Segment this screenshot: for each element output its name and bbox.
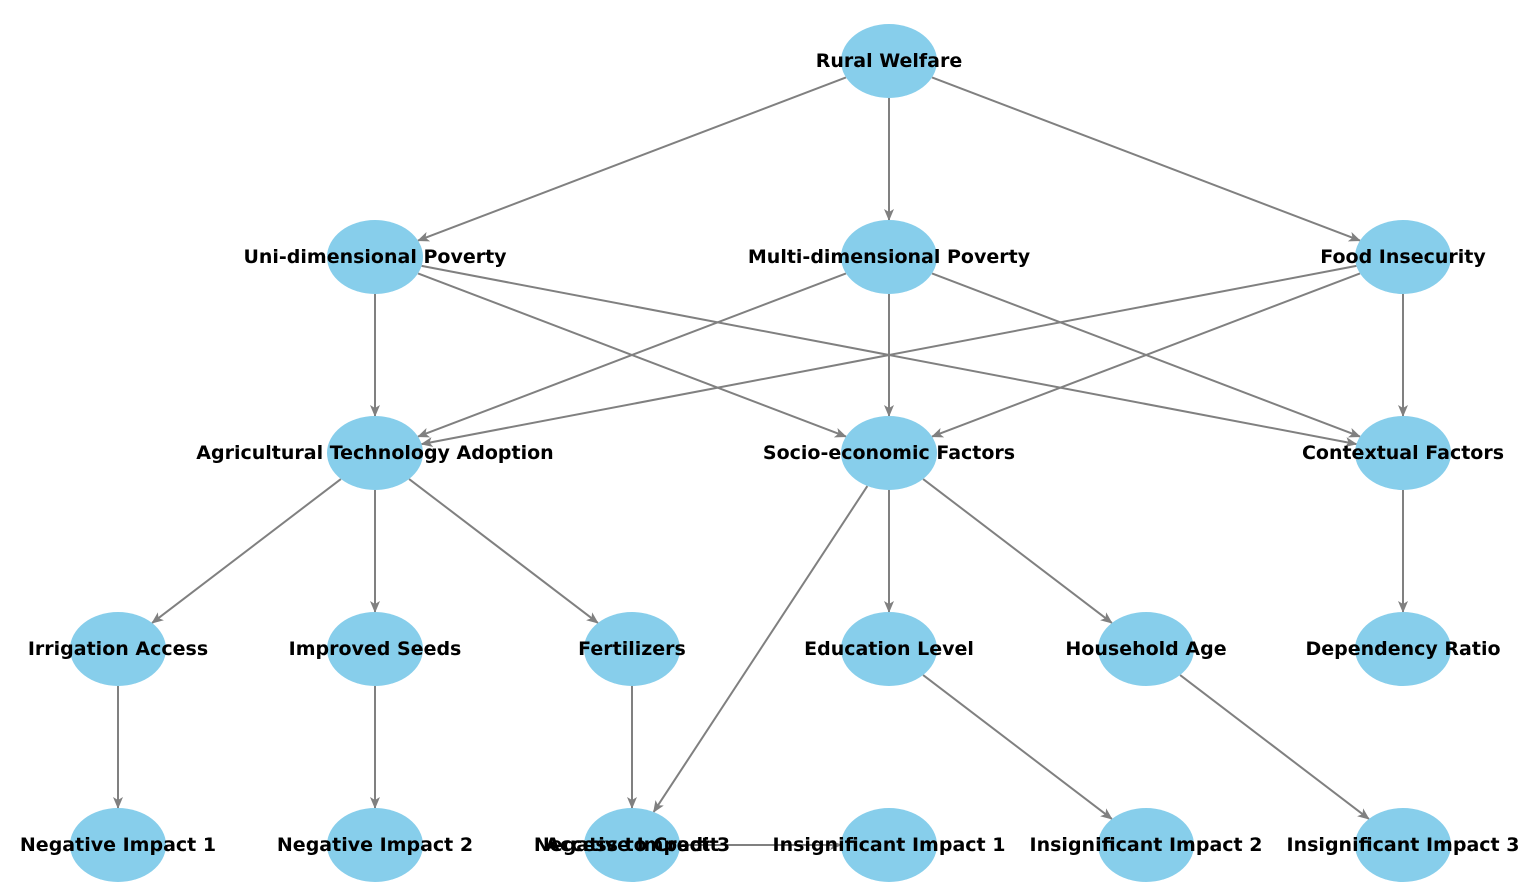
edge-rural_welfare-to-uni_poverty <box>417 76 847 242</box>
node-insig1 <box>841 808 937 882</box>
node-food-insecurity <box>1355 220 1451 294</box>
node-label-insig1: Insignificant Impact 1 <box>773 834 1006 856</box>
node-label-access-credit: Access to Credit <box>545 834 719 856</box>
edge-agri_tech-to-irrigation <box>151 478 342 624</box>
edge-food_insecurity-to-agri_tech <box>420 264 1357 447</box>
node-label-neg1: Negative Impact 1 <box>20 834 216 856</box>
edge-household_age-to-insig3 <box>1179 674 1370 820</box>
node-neg1 <box>70 808 166 882</box>
node-label-neg3: Negative Impact 3 <box>534 834 730 856</box>
node-rural-welfare <box>841 24 937 98</box>
node-label-fertilizers: Fertilizers <box>578 638 686 660</box>
node-label-rural-welfare: Rural Welfare <box>816 50 963 72</box>
edge-multi_poverty-to-agri_tech <box>417 272 847 438</box>
node-irrigation <box>70 612 166 686</box>
edge-socio_econ-to-access_credit <box>652 485 869 813</box>
node-label-neg2: Negative Impact 2 <box>277 834 473 856</box>
node-label-household-age: Household Age <box>1065 638 1226 660</box>
node-label-contextual: Contextual Factors <box>1302 442 1504 464</box>
node-label-seeds: Improved Seeds <box>289 638 462 660</box>
node-multi-poverty <box>841 220 937 294</box>
node-education <box>841 612 937 686</box>
node-household-age <box>1098 612 1194 686</box>
edge-socio_econ-to-household_age <box>922 478 1113 624</box>
node-label-socio-econ: Socio-economic Factors <box>763 442 1015 464</box>
node-neg3 <box>584 808 680 882</box>
node-label-uni-poverty: Uni-dimensional Poverty <box>243 246 507 268</box>
edge-rural_welfare-to-food_insecurity <box>931 76 1361 242</box>
node-insig3 <box>1355 808 1451 882</box>
node-agri-tech <box>327 416 423 490</box>
node-dependency <box>1355 612 1451 686</box>
node-uni-poverty <box>327 220 423 294</box>
node-label-insig3: Insignificant Impact 3 <box>1287 834 1520 856</box>
node-insig2 <box>1098 808 1194 882</box>
node-fertilizers <box>584 612 680 686</box>
node-label-education: Education Level <box>804 638 974 660</box>
node-seeds <box>327 612 423 686</box>
node-label-dependency: Dependency Ratio <box>1305 638 1500 660</box>
node-label-irrigation: Irrigation Access <box>28 638 208 660</box>
node-socio-econ <box>841 416 937 490</box>
node-label-agri-tech: Agricultural Technology Adoption <box>196 442 553 464</box>
edge-education-to-insig2 <box>922 674 1113 820</box>
node-label-insig2: Insignificant Impact 2 <box>1030 834 1263 856</box>
node-neg2 <box>327 808 423 882</box>
node-contextual <box>1355 416 1451 490</box>
node-label-food-insecurity: Food Insecurity <box>1320 246 1486 268</box>
node-label-multi-poverty: Multi-dimensional Poverty <box>748 246 1031 268</box>
edge-agri_tech-to-fertilizers <box>408 478 599 624</box>
edge-food_insecurity-to-socio_econ <box>931 272 1361 438</box>
